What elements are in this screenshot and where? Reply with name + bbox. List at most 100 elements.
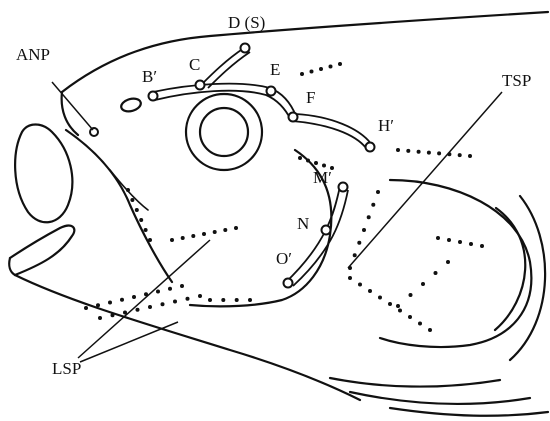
pore-b-prime: [149, 92, 158, 101]
dots-cheek-vertical-dot: [371, 203, 375, 207]
dots-opercle-top-dot: [437, 151, 441, 155]
label-f: F: [306, 88, 315, 107]
dots-lsp-upper-dot: [191, 234, 195, 238]
dots-lower-jaw-dot: [208, 298, 212, 302]
nostril: [120, 97, 142, 114]
leader-anp: [52, 82, 93, 130]
label-h-prime: H′: [378, 116, 394, 135]
dots-tsp-lower-dot: [348, 276, 352, 280]
dots-cheek-vertical-dot: [362, 228, 366, 232]
dots-opercle-top-dot: [468, 154, 472, 158]
pore-anp: [90, 128, 98, 136]
dots-preopercle-top-dot: [306, 159, 310, 163]
pore-m-prime: [339, 183, 348, 192]
dots-opercle-mid-dot: [480, 244, 484, 248]
label-anp: ANP: [16, 45, 50, 64]
label-m-prime: M′: [313, 168, 332, 187]
eye-outer: [186, 94, 262, 170]
dots-lsp-upper-dot: [234, 226, 238, 230]
label-lsp: LSP: [52, 359, 81, 378]
dots-opercle-top-dot: [458, 153, 462, 157]
dots-mouth-vertical-dot: [139, 218, 143, 222]
label-e: E: [270, 60, 280, 79]
dots-tsp-lower-dot: [408, 315, 412, 319]
body-line-1: [330, 378, 500, 387]
dots-opercle-top-dot: [406, 149, 410, 153]
dots-tsp-lower-dot: [428, 328, 432, 332]
dots-lsp-upper-dot: [213, 230, 217, 234]
snout-profile: [62, 92, 78, 135]
opercle-line-1: [495, 208, 525, 330]
dots-cheek-vertical-dot: [353, 253, 357, 257]
body-line-3: [390, 408, 548, 416]
dots-lsp-lower-1-dot: [120, 298, 124, 302]
dots-lsp-lower-2-dot: [161, 302, 165, 306]
leader-tsp: [348, 92, 502, 268]
dots-tsp-lower-dot: [418, 322, 422, 326]
label-b-prime: B′: [142, 67, 157, 86]
dots-mouth-vertical-dot: [148, 238, 152, 242]
pore-h-prime: [366, 143, 375, 152]
dots-cheek-vertical-dot: [376, 190, 380, 194]
superficial-neuromast-rows: [84, 62, 484, 332]
dots-lsp-lower-2-dot: [148, 305, 152, 309]
preopercle-edge: [190, 150, 331, 306]
dots-opercle-diag-dot: [434, 271, 438, 275]
leader-lsp-2: [80, 322, 178, 362]
canal-f-h-bottom: [292, 121, 366, 148]
dots-opercle-diag-dot: [446, 260, 450, 264]
dots-lsp-upper-dot: [181, 236, 185, 240]
dots-tsp-lower-dot: [368, 289, 372, 293]
dots-preopercle-top-dot: [298, 156, 302, 160]
dots-lsp-upper-dot: [223, 228, 227, 232]
body-line-2: [350, 392, 530, 404]
upper-lip: [15, 125, 72, 223]
dots-lsp-lower-1-dot: [156, 290, 160, 294]
dots-lsp-lower-2-dot: [136, 308, 140, 312]
lower-jaw-upper: [10, 226, 74, 275]
dots-lower-jaw-dot: [221, 298, 225, 302]
dots-cheek-vertical-dot: [367, 215, 371, 219]
dots-lsp-lower-1-dot: [180, 284, 184, 288]
dots-mouth-vertical-dot: [135, 208, 139, 212]
dots-lsp-lower-1-dot: [132, 295, 136, 299]
dots-opercle-mid-dot: [447, 238, 451, 242]
dots-opercle-top-dot: [427, 151, 431, 155]
dots-opercle-mid-dot: [436, 236, 440, 240]
canal-d-c: [202, 48, 244, 84]
canal-d-c-inner: [208, 52, 250, 88]
dots-opercle-mid-dot: [469, 242, 473, 246]
dots-nape-dot: [300, 72, 304, 76]
canal-m-o-inner: [293, 190, 348, 286]
canal-m-o-outer: [285, 186, 340, 283]
dots-nape-dot: [319, 67, 323, 71]
dots-lsp-lower-2-dot: [198, 294, 202, 298]
pore-d: [241, 44, 250, 53]
dots-preopercle-top-dot: [314, 161, 318, 165]
dots-tsp-lower-dot: [358, 283, 362, 287]
chin: [9, 258, 15, 275]
pore-c: [196, 81, 205, 90]
dots-mouth-vertical-dot: [130, 198, 134, 202]
label-c: C: [189, 55, 200, 74]
dots-lsp-lower-2-dot: [186, 297, 190, 301]
label-tsp: TSP: [502, 71, 531, 90]
supraorbital-canal: [202, 44, 250, 89]
dots-lsp-lower-2-dot: [98, 316, 102, 320]
dots-lsp-lower-2-dot: [111, 313, 115, 317]
dots-cheek-vertical-dot: [357, 241, 361, 245]
dots-tsp-lower-dot: [378, 296, 382, 300]
dots-lsp-upper-dot: [170, 238, 174, 242]
pore-f: [289, 113, 298, 122]
leader-lsp-1: [78, 240, 210, 358]
dots-nape-dot: [329, 65, 333, 69]
dots-opercle-diag-dot: [409, 293, 413, 297]
dots-lower-jaw-dot: [248, 298, 252, 302]
dorsal-profile: [62, 12, 548, 92]
eye-inner: [200, 108, 248, 156]
dots-lsp-lower-2-dot: [173, 300, 177, 304]
dots-lsp-lower-1-dot: [168, 287, 172, 291]
dots-lsp-lower-1-dot: [84, 306, 88, 310]
